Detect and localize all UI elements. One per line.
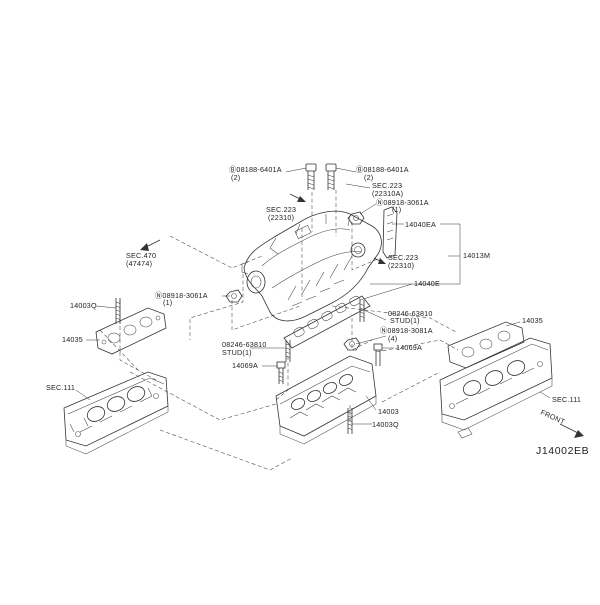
label-14040EA: 14040EA [405, 220, 436, 229]
label-sec223-right-ref: (22310) [388, 261, 414, 270]
label-sec223-mid: SEC.223 [266, 205, 296, 214]
callout-labels: Ⓑ08188-6401A (2) Ⓑ08188-6401A (2) SEC.22… [46, 165, 589, 457]
label-stud-left-desc: STUD(1) [222, 348, 252, 357]
leader-lines [75, 167, 551, 425]
label-sec223-mid-ref: (22310) [268, 213, 294, 222]
label-nut-right-qty: (4) [388, 334, 397, 343]
bolt-left [305, 163, 317, 190]
front-arrow [559, 423, 584, 438]
label-14069A-left: 14069A [232, 361, 258, 370]
label-nut-top-qty: (1) [392, 205, 401, 214]
intake-manifold-lower [275, 355, 377, 445]
gasket-14040E [283, 295, 371, 349]
label-bolt-left-qty: (2) [231, 173, 240, 182]
cylinder-head-left [63, 371, 169, 455]
label-nut-left: Ⓝ08918-3061A [155, 291, 208, 300]
label-14035-left: 14035 [62, 335, 83, 344]
gasket-14035-right [447, 321, 525, 369]
label-stud-right: 08246-63810 [388, 309, 433, 318]
stud-right [359, 300, 365, 322]
sec470-arrow [140, 239, 161, 251]
sec223-mid-arrow [289, 193, 306, 202]
assembly-dashed-lines [99, 190, 459, 471]
label-nut-right: Ⓝ08918-3081A [380, 326, 433, 335]
label-stud-left: 08246-63810 [222, 340, 267, 349]
label-14003Q-bottom: 14003Q [372, 420, 399, 429]
bolt-14069A-right [373, 343, 383, 366]
gasket-14035-left [95, 307, 167, 355]
bolt-right [325, 163, 337, 190]
cylinder-head-right [439, 337, 553, 439]
label-stud-right-desc: STUD(1) [390, 316, 420, 325]
label-front: FRONT [539, 408, 567, 427]
label-nut-left-qty: (1) [163, 298, 172, 307]
label-sec111-left: SEC.111 [46, 383, 75, 392]
sec223-right-arrow [373, 257, 386, 264]
label-14035-right: 14035 [522, 316, 543, 325]
label-nut-top: Ⓝ08918-3061A [376, 198, 429, 207]
label-sec470: SEC.470 [126, 251, 156, 260]
label-bolt-left: Ⓑ08188-6401A [229, 165, 282, 174]
label-sec111-right: SEC.111 [552, 395, 581, 404]
label-14069A-right: 14069A [396, 343, 422, 352]
stud-14003Q-bottom [347, 408, 353, 434]
diagram-code: J14002EB [536, 445, 589, 457]
label-bolt-right: Ⓑ08188-6401A [356, 165, 409, 174]
label-bolt-right-qty: (2) [364, 173, 373, 182]
gasket-14040EA [382, 206, 398, 259]
label-sec223-right: SEC.223 [388, 253, 418, 262]
label-14040E: 14040E [414, 279, 440, 288]
label-14013M: 14013M [463, 251, 490, 260]
label-sec470-ref: (47474) [126, 259, 152, 268]
stud-14003Q-top [115, 298, 121, 324]
label-sec223-top-ref: (22310A) [372, 189, 403, 198]
intake-manifold-upper [241, 210, 382, 322]
label-sec223-top: SEC.223 [372, 181, 402, 190]
bolt-14069A-left [276, 361, 286, 384]
stud-left [285, 340, 291, 362]
nut-top [347, 211, 365, 225]
nut-right [343, 337, 361, 351]
label-14003Q-top: 14003Q [70, 301, 97, 310]
label-14003: 14003 [378, 407, 399, 416]
